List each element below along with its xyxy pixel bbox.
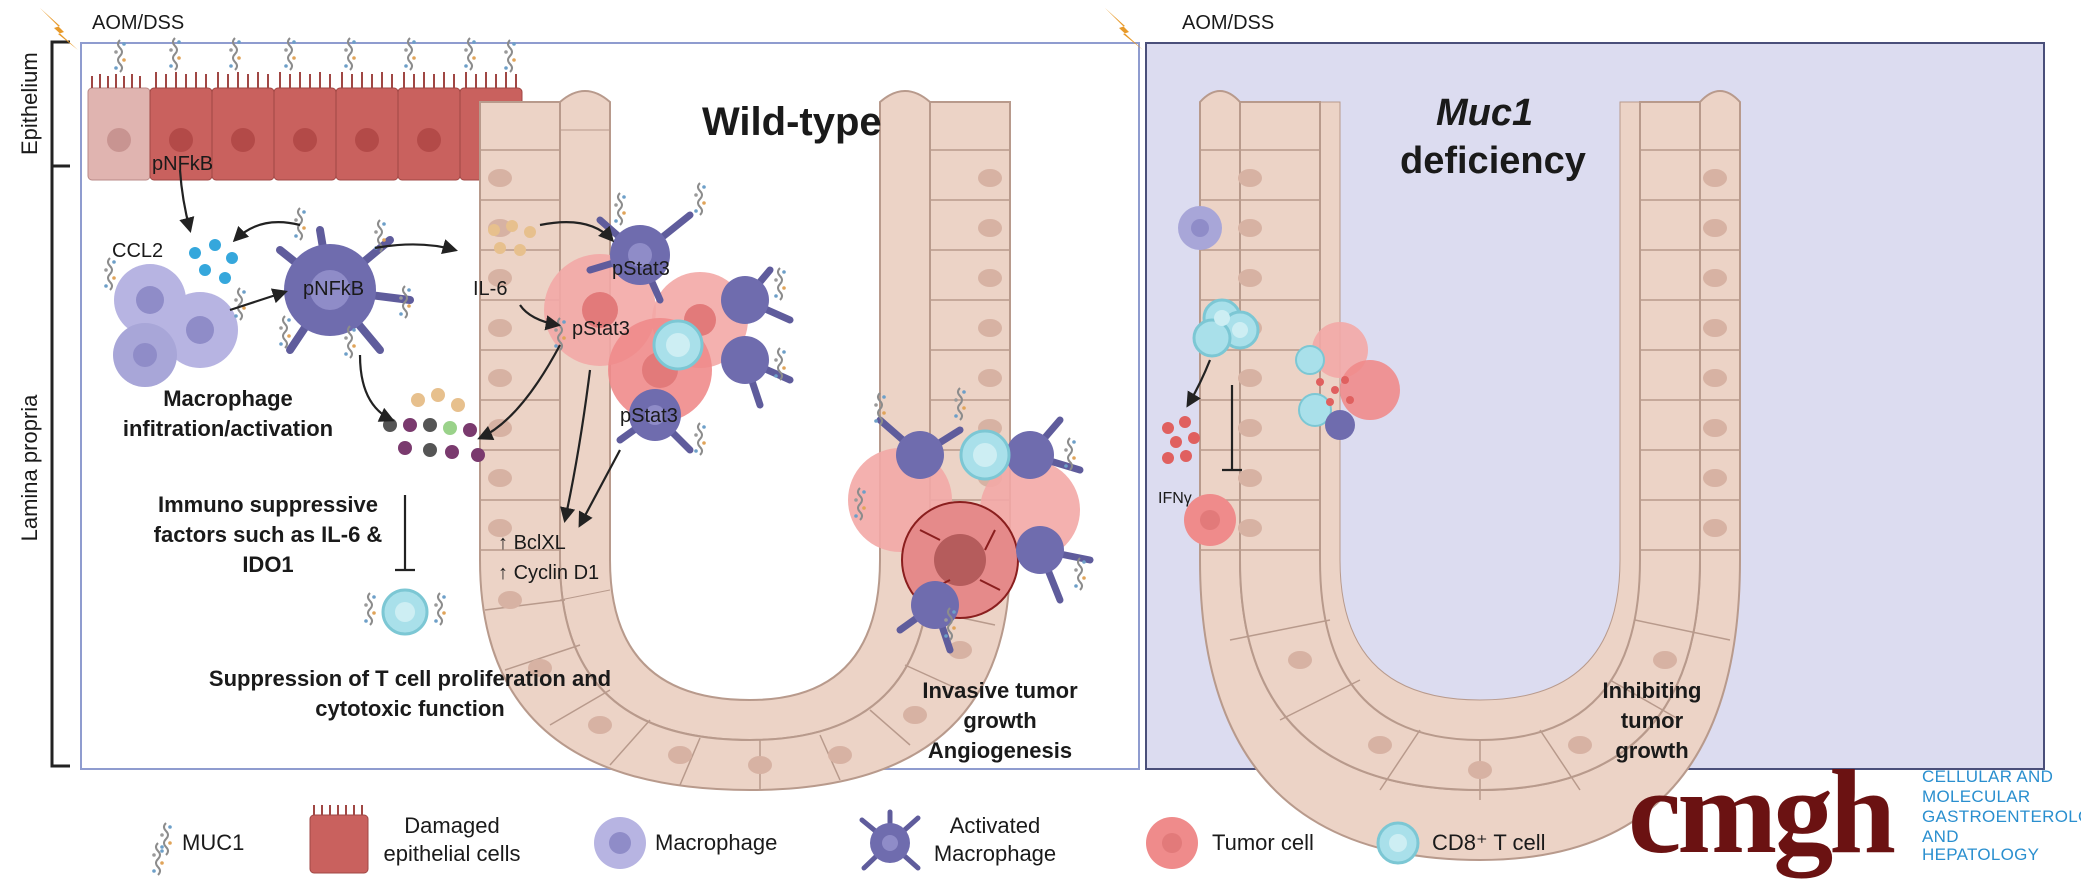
legend-tcell-label: CD8⁺ T cell [1432,830,1546,855]
ccl2-dots [189,239,238,284]
muc1-title-gene: Muc1 [1436,92,1534,134]
tumor-cluster-left [544,182,794,456]
damaged-epithelial-cell-icon [309,805,369,874]
journal-name-line-4: AND HEPATOLOGY [1922,827,2040,864]
muc1-title-deficiency: deficiency [1400,140,1586,182]
cyclin-d1-label: ↑ Cyclin D1 [498,562,600,584]
invasive-growth-label: Invasive tumor growth Angiogenesis [922,678,1078,763]
muc1-icon [151,822,173,876]
wild-type-title: Wild-type [702,100,882,144]
journal-name-line-2: MOLECULAR [1922,787,2031,806]
suppressed-t-cell [363,588,447,636]
pnfkb-macrophage-label: pNFkB [303,278,365,300]
tumor-cell-icon [1146,817,1198,869]
legend-activated-macrophage-label: Activated Macrophage [933,813,1057,866]
muc1-macrophage [1178,206,1222,250]
macrophage-icon [594,817,646,869]
pnfkb-epithelium-label: pNFkB [152,153,214,175]
bclxl-text: BclXL [513,532,566,554]
resting-macrophages [103,257,247,387]
bclxl-label: ↑ BclXL [498,532,566,554]
activated-macrophage-center [276,207,414,359]
lightning-icon [40,8,78,50]
ifng-dots [1162,416,1200,464]
immunosuppressive-factor-dots [383,388,485,462]
muc1-treatment-label: AOM/DSS [1182,12,1275,34]
legend-macrophage-label: Macrophage [655,830,778,855]
cyclin-d1-text: Cyclin D1 [513,562,600,584]
pstat3-label-a: pStat3 [612,258,670,280]
pstat3-label-b: pStat3 [572,318,630,340]
journal-logo: cmgh [1628,745,1896,878]
t-cell-suppression-label: Suppression of T cell proliferation and … [208,666,612,721]
immuno-suppressive-label: Immuno suppressive factors such as IL-6 … [153,492,383,577]
legend-tumor-label: Tumor cell [1212,830,1314,855]
inhibiting-growth-label: Inhibiting tumor growth [1602,678,1702,763]
muc1-t-cells [1192,298,1260,358]
muc1-small-tumor [1295,322,1400,440]
il6-label: IL-6 [473,278,508,300]
wt-treatment-label: AOM/DSS [92,12,185,34]
legend-damaged-label: Damaged epithelial cells [383,813,521,866]
pstat3-label-c: pStat3 [620,405,678,427]
macrophage-infiltration-label: Macrophage infitration/activation [122,386,334,441]
muc1-tumor-cell [1184,494,1236,546]
cd8-t-cell-icon [1376,821,1420,865]
tumor-cluster-invasive [848,387,1094,654]
ccl2-label: CCL2 [112,240,164,262]
activated-macrophage-icon [859,809,921,871]
ifng-label: IFNγ [1158,490,1192,507]
journal-name-line-1: CELLULAR AND [1922,767,2054,786]
muc1-crypt [1199,90,1741,862]
legend-muc1-label: MUC1 [182,830,245,855]
lightning-icon [1105,8,1143,50]
journal-name-line-3: GASTROENTEROLOGY [1922,807,2081,826]
il6-dots [488,220,536,256]
